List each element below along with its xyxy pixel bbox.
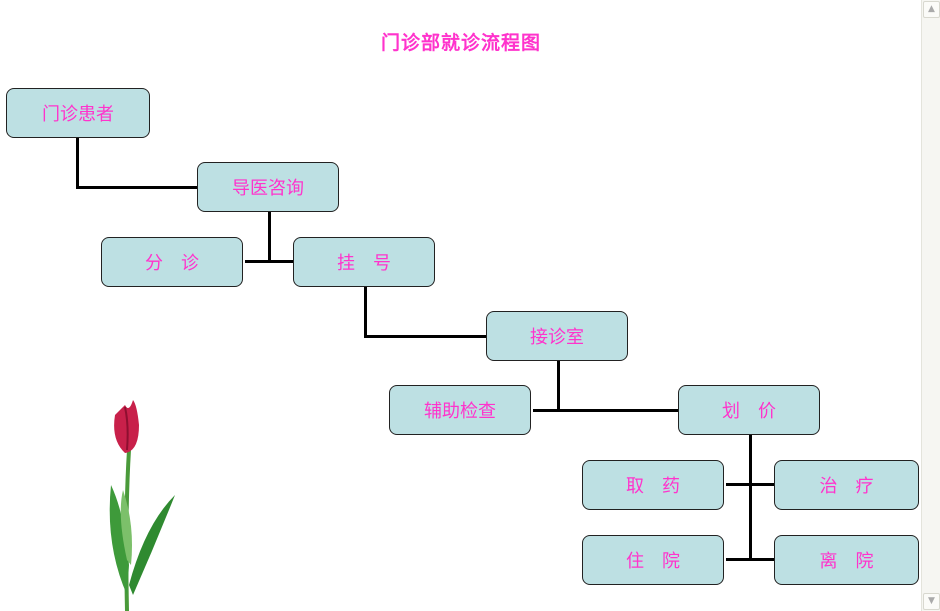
node-medicine: 取 药 (582, 460, 724, 510)
connector (76, 137, 79, 189)
scroll-down-icon[interactable]: ▼ (923, 593, 940, 610)
connector (726, 483, 774, 486)
node-clinic: 接诊室 (486, 311, 628, 361)
connector (76, 186, 197, 189)
node-pricing: 划 价 (678, 385, 820, 435)
node-exam: 辅助检查 (389, 385, 531, 435)
node-discharge: 离 院 (774, 535, 919, 585)
node-hospitalize: 住 院 (582, 535, 724, 585)
node-triage: 分 诊 (101, 237, 243, 287)
node-patient: 门诊患者 (6, 88, 150, 138)
connector (726, 558, 774, 561)
connector (364, 335, 486, 338)
connector (533, 409, 678, 412)
connector (364, 286, 367, 338)
connector (749, 434, 752, 561)
connector (557, 360, 560, 412)
scroll-up-icon[interactable]: ▲ (923, 1, 940, 18)
connector (268, 211, 271, 263)
node-treatment: 治 疗 (774, 460, 919, 510)
connector (245, 260, 293, 263)
node-register: 挂 号 (293, 237, 435, 287)
tulip-image (109, 400, 175, 611)
node-guide: 导医咨询 (197, 162, 339, 212)
page-title: 门诊部就诊流程图 (380, 32, 541, 54)
vertical-scrollbar[interactable]: ▲ ▼ (921, 0, 940, 611)
